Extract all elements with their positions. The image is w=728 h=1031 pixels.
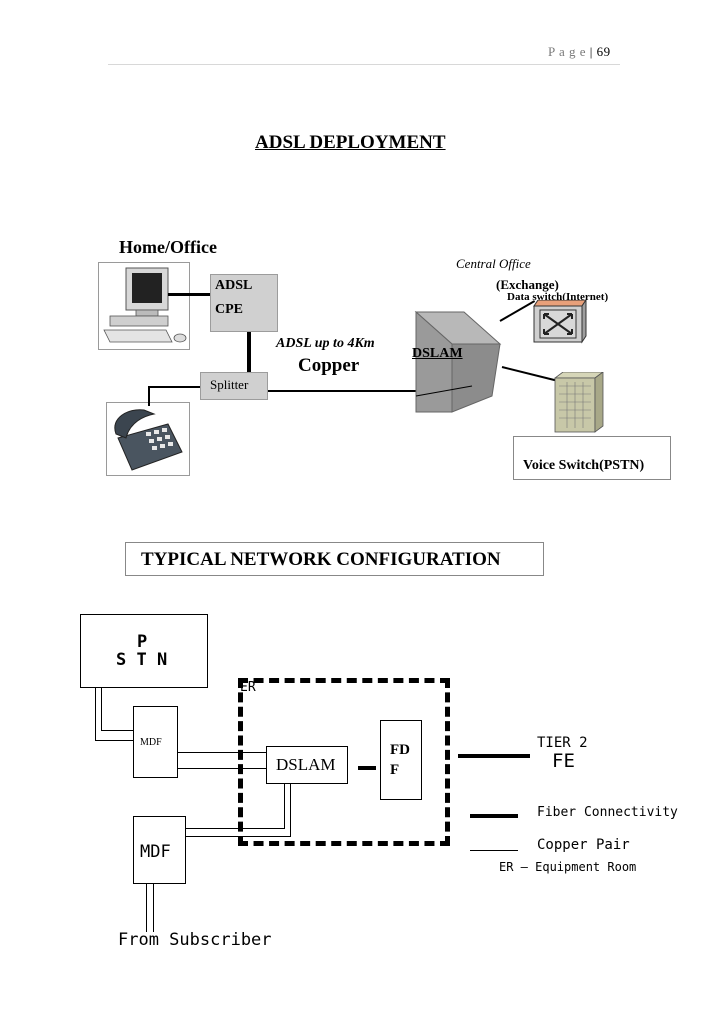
mdf-large-box bbox=[133, 816, 186, 884]
tier2-label: TIER 2 bbox=[537, 735, 588, 751]
adsl-deployment-title: ADSL DEPLOYMENT bbox=[255, 132, 446, 153]
pc-to-cpe-link bbox=[168, 293, 210, 296]
equipment-room-dashed-box bbox=[238, 678, 450, 846]
page-header: P a g e | 69 bbox=[548, 44, 611, 60]
pstn-label-2: S T N bbox=[116, 650, 168, 670]
network-config-title-box bbox=[125, 542, 544, 576]
dslam-to-voice-switch-link bbox=[501, 366, 559, 383]
copper-pair-label: Copper Pair bbox=[537, 837, 630, 853]
pstn-box bbox=[80, 614, 208, 688]
er-label: ER bbox=[240, 680, 256, 695]
home-office-label: Home/Office bbox=[119, 237, 217, 257]
mdf-to-dslam-h-b bbox=[186, 836, 291, 837]
dslam-drop-a bbox=[284, 784, 285, 828]
header-rule bbox=[108, 64, 620, 65]
dslam-to-data-switch-link bbox=[499, 300, 536, 322]
exchange-label: (Exchange) bbox=[496, 277, 559, 292]
fiber-connectivity-label: Fiber Connectivity bbox=[537, 805, 678, 820]
fdf-to-tier2-fiber bbox=[458, 754, 530, 758]
subscriber-line-b bbox=[153, 884, 154, 932]
mdf-to-dslam-h-a bbox=[186, 828, 285, 829]
mdf-small-label: MDF bbox=[140, 737, 162, 748]
voice-switch-label: Voice Switch(PSTN) bbox=[523, 458, 645, 473]
pstn-mdf-line-a-h bbox=[95, 740, 133, 741]
copper-label: Copper bbox=[298, 355, 360, 376]
adsl-range-label: ADSL up to 4Km bbox=[276, 336, 375, 351]
dslam-drop-b bbox=[290, 784, 291, 836]
splitter-box bbox=[200, 372, 268, 400]
mdf-to-dslam-line-b bbox=[178, 768, 266, 769]
page-separator: | bbox=[589, 44, 593, 59]
fiber-legend-line bbox=[470, 814, 518, 818]
central-office-label: Central Office bbox=[456, 256, 531, 271]
pstn-mdf-line-b-h bbox=[101, 730, 133, 731]
copper-legend-line bbox=[470, 850, 518, 851]
adsl-cpe-box bbox=[210, 274, 278, 332]
adsl-cpe-label-1: ADSL bbox=[215, 278, 253, 293]
pstn-mdf-line-b bbox=[101, 688, 102, 730]
voice-switch-cabinet-icon bbox=[553, 372, 604, 433]
dslam-to-fdf-link bbox=[358, 766, 376, 770]
computer-image-frame bbox=[98, 262, 190, 350]
phone-to-splitter-link bbox=[148, 386, 200, 388]
pstn-mdf-line-a bbox=[95, 688, 96, 740]
telephone-icon bbox=[114, 409, 183, 471]
er-legend-label: ER – Equipment Room bbox=[499, 860, 637, 874]
dslam-label: DSLAM bbox=[412, 346, 463, 361]
computer-icon bbox=[103, 267, 187, 343]
mdf-small-box bbox=[133, 706, 178, 778]
dslam-box bbox=[266, 746, 348, 784]
dslam-box-label: DSLAM bbox=[276, 755, 336, 774]
subscriber-line-a bbox=[146, 884, 147, 932]
fdf-label-2: F bbox=[390, 762, 400, 778]
pstn-label-1: P bbox=[137, 632, 148, 652]
mdf-large-label: MDF bbox=[140, 842, 171, 862]
page-number: 69 bbox=[596, 44, 611, 59]
dslam-block bbox=[414, 310, 502, 413]
from-subscriber-label: From Subscriber bbox=[118, 930, 272, 950]
fdf-box bbox=[380, 720, 422, 800]
network-config-title: TYPICAL NETWORK CONFIGURATION bbox=[141, 549, 501, 570]
voice-switch-box bbox=[513, 436, 671, 480]
phone-to-splitter-drop bbox=[148, 386, 150, 406]
adsl-cpe-label-2: CPE bbox=[215, 302, 243, 317]
page-label: P a g e bbox=[548, 44, 587, 59]
fe-label: FE bbox=[552, 750, 575, 772]
copper-line bbox=[268, 390, 420, 392]
cpe-to-splitter-link bbox=[247, 332, 251, 372]
mdf-to-dslam-line-a bbox=[178, 752, 266, 753]
fdf-label-1: FD bbox=[390, 742, 410, 758]
splitter-label: Splitter bbox=[210, 377, 249, 392]
data-switch-icon bbox=[533, 300, 587, 344]
